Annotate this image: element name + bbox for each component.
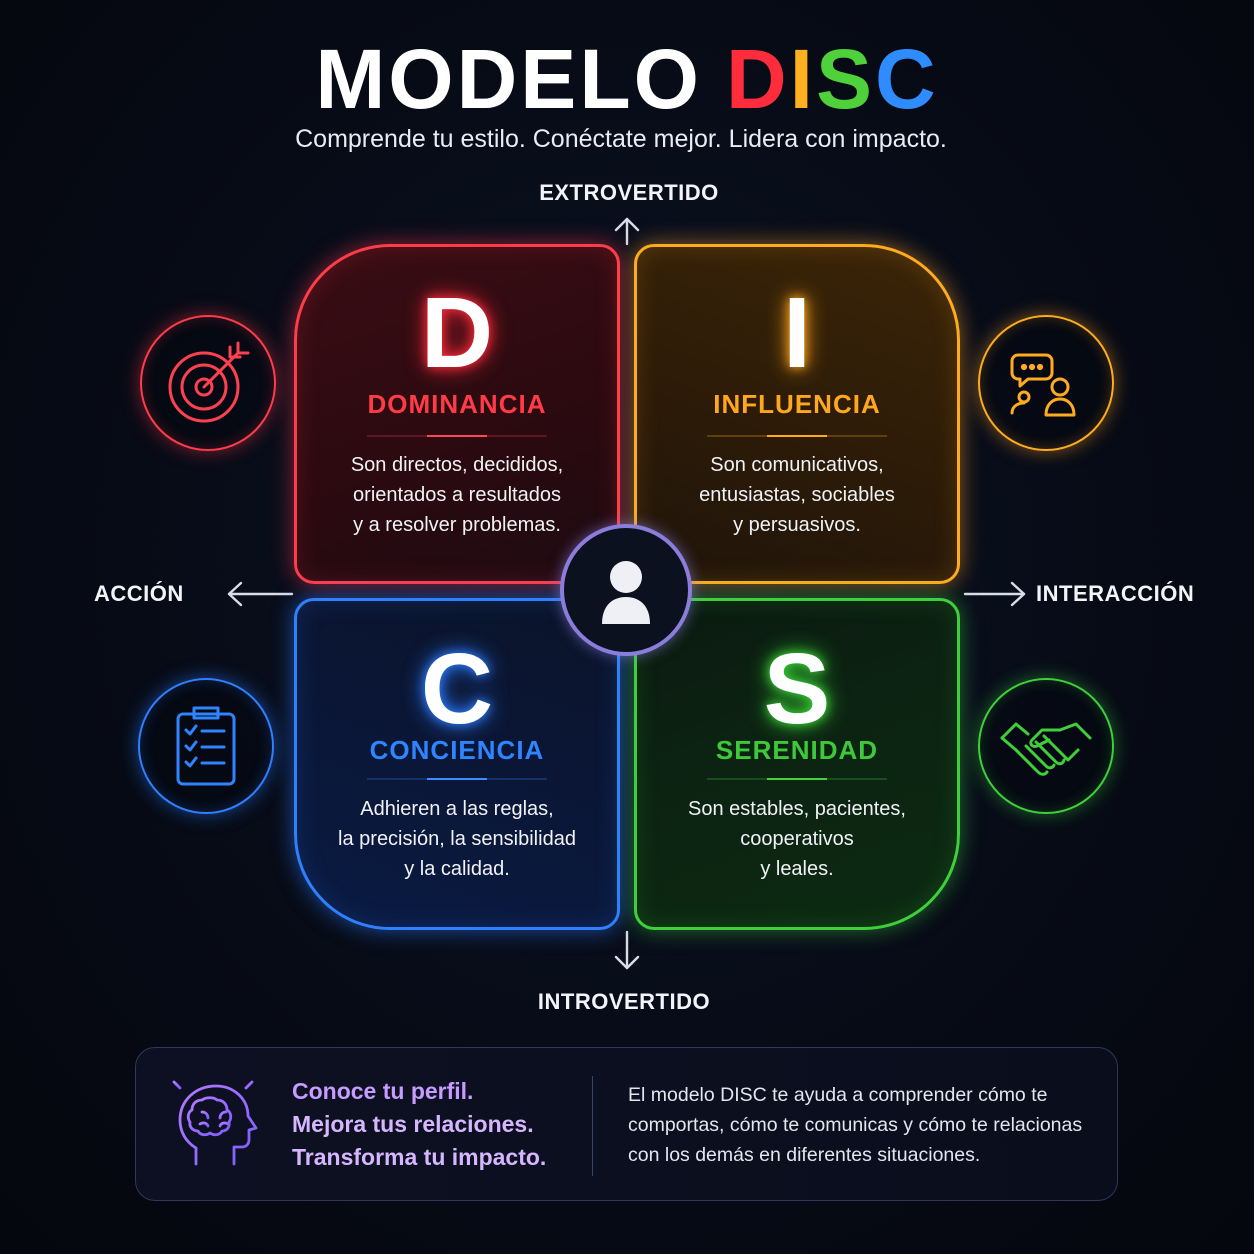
title-letter-c: C bbox=[875, 32, 939, 126]
title-letter-i: I bbox=[789, 32, 816, 126]
quadrant-letter: C bbox=[420, 633, 494, 745]
arrow-right-icon bbox=[963, 581, 1026, 607]
person-icon bbox=[602, 561, 650, 624]
axis-label-accion: ACCIÓN bbox=[94, 581, 184, 606]
quadrant-divider bbox=[367, 778, 547, 780]
motto-line: Conoce tu perfil. bbox=[292, 1078, 474, 1104]
quadrant-description: Son comunicativos, entusiastas, sociable… bbox=[637, 450, 957, 540]
serenidad-icon-badge bbox=[978, 678, 1114, 814]
clipboard-checklist-icon bbox=[176, 706, 236, 786]
arrow-down-icon bbox=[614, 930, 640, 970]
arrow-up-icon bbox=[614, 217, 640, 246]
quadrant-divider bbox=[707, 778, 887, 780]
description-line: Son comunicativos, bbox=[710, 454, 884, 476]
axis-label-extrovertido: EXTROVERTIDO bbox=[539, 180, 719, 205]
center-person-badge bbox=[560, 524, 692, 656]
description-line: con los demás en diferentes situaciones. bbox=[628, 1144, 981, 1166]
quadrant-serenidad: S SERENIDAD Son estables, pacientes, coo… bbox=[634, 598, 960, 930]
quadrant-description: Son estables, pacientes, cooperativos y … bbox=[637, 794, 957, 884]
description-line: orientados a resultados bbox=[353, 484, 561, 506]
influencia-icon-badge bbox=[978, 315, 1114, 451]
quadrant-influencia: I INFLUENCIA Son comunicativos, entusias… bbox=[634, 244, 960, 584]
motto-line: Transforma tu impacto. bbox=[292, 1144, 547, 1170]
description-line: y persuasivos. bbox=[733, 514, 861, 536]
motto: Conoce tu perfil. Mejora tus relaciones.… bbox=[292, 1075, 546, 1174]
quadrant-name: SERENIDAD bbox=[715, 735, 879, 765]
axis-label-introvertido: INTROVERTIDO bbox=[537, 989, 711, 1014]
description-line: Adhieren a las reglas, bbox=[360, 798, 554, 820]
quadrant-description: Son directos, decididos, orientados a re… bbox=[297, 450, 617, 540]
quadrant-letter: I bbox=[783, 277, 811, 389]
target-icon bbox=[168, 341, 250, 423]
quadrant-letter: S bbox=[763, 633, 831, 745]
quadrant-name: INFLUENCIA bbox=[713, 389, 881, 419]
subtitle: Comprende tu estilo. Conéctate mejor. Li… bbox=[295, 125, 947, 153]
quadrant-divider bbox=[367, 435, 547, 437]
description-line: y leales. bbox=[760, 858, 834, 880]
axis-label-interaccion: INTERACCIÓN bbox=[1036, 581, 1195, 606]
quadrant-name: CONCIENCIA bbox=[369, 735, 545, 765]
arrow-left-icon bbox=[227, 581, 294, 607]
panel-description: El modelo DISC te ayuda a comprender cóm… bbox=[628, 1080, 1108, 1170]
description-line: comportas, cómo te comunicas y cómo te r… bbox=[628, 1114, 1083, 1136]
quadrant-description: Adhieren a las reglas, la precisión, la … bbox=[297, 794, 617, 884]
quadrant-dominancia: D DOMINANCIA Son directos, decididos, or… bbox=[294, 244, 620, 584]
title-letter-d: D bbox=[725, 32, 790, 126]
description-line: El modelo DISC te ayuda a comprender cóm… bbox=[628, 1084, 1048, 1106]
quadrant-divider bbox=[707, 435, 887, 437]
title-letter-s: S bbox=[815, 32, 876, 126]
description-line: Son estables, pacientes, bbox=[688, 798, 906, 820]
panel-divider bbox=[592, 1076, 593, 1176]
quadrant-conciencia: C CONCIENCIA Adhieren a las reglas, la p… bbox=[294, 598, 620, 930]
description-line: cooperativos bbox=[740, 828, 854, 850]
quadrant-name: DOMINANCIA bbox=[367, 389, 547, 419]
brain-head-icon bbox=[172, 1080, 258, 1166]
description-line: Son directos, decididos, bbox=[350, 454, 564, 476]
chat-people-icon bbox=[1010, 353, 1076, 417]
description-line: y a resolver problemas. bbox=[353, 514, 561, 536]
description-line: la precisión, la sensibilidad bbox=[338, 828, 576, 850]
motto-line: Mejora tus relaciones. bbox=[292, 1111, 534, 1137]
handshake-icon bbox=[1000, 722, 1092, 776]
dominancia-icon-badge bbox=[140, 315, 276, 451]
quadrant-letter: D bbox=[420, 277, 494, 389]
description-line: entusiastas, sociables bbox=[699, 484, 895, 506]
description-line: y la calidad. bbox=[404, 858, 510, 880]
title-word: MODELO bbox=[315, 32, 702, 126]
conciencia-icon-badge bbox=[138, 678, 274, 814]
summary-panel: Conoce tu perfil. Mejora tus relaciones.… bbox=[135, 1047, 1118, 1201]
